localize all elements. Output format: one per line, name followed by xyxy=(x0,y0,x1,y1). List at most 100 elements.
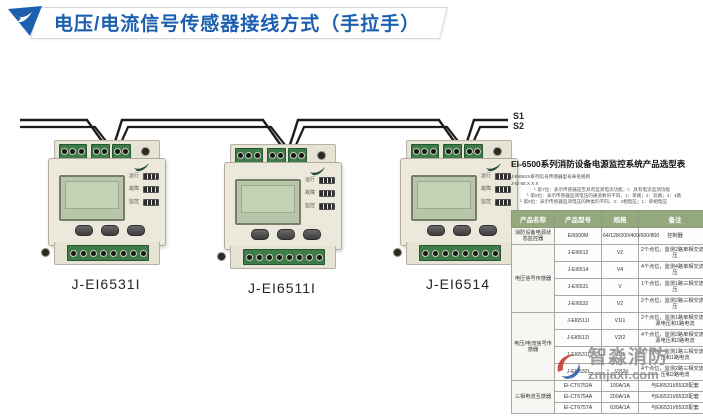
back-button[interactable] xyxy=(251,229,269,240)
bottom-terminal-strip xyxy=(41,242,160,265)
group-name: 三相电流互感器 xyxy=(511,380,555,414)
fault-led xyxy=(143,186,159,193)
mount-hole xyxy=(141,147,150,156)
cell-spec: V2 xyxy=(601,295,639,313)
fault-led xyxy=(495,186,511,193)
table-row: J-EI6514 V4 4个点位，监测4路单相交流电压 xyxy=(512,261,703,279)
confirm-button[interactable] xyxy=(479,225,497,236)
terminal-block xyxy=(91,144,110,159)
table-row: 电压信号传感器 J-EI6512 V2 2个点位，监测2路单相交流电压 xyxy=(511,244,703,313)
function-button[interactable] xyxy=(101,225,119,236)
confirm-button[interactable] xyxy=(127,225,145,236)
mount-hole xyxy=(317,151,326,160)
cell-spec: 100A/1A xyxy=(601,380,639,392)
run-led xyxy=(319,177,335,184)
indicator-label-monitor: 监控 xyxy=(305,203,316,209)
button-row xyxy=(75,225,145,236)
group-name: 电压/电流信号传感器 xyxy=(511,312,555,381)
terminal-block xyxy=(411,144,439,159)
cell-spec: V2I2 xyxy=(601,329,639,347)
mount-hole xyxy=(393,248,402,257)
lcd-screen xyxy=(411,175,477,221)
brand-bird-icon xyxy=(486,163,501,172)
terminal-block xyxy=(235,148,263,163)
naming-note: └ 第5位：表示传感器监测电压的种类的不同，3：3相电压；1：单相电压 xyxy=(519,199,667,204)
button-row xyxy=(427,225,497,236)
terminal-block xyxy=(443,144,462,159)
cell-spec: 64/128/200/400/600/800 xyxy=(601,227,659,245)
back-button[interactable] xyxy=(75,225,93,236)
cell-remark: 2个点位，监测2路单相交流电压 xyxy=(638,244,703,262)
header-banner: 电压/电流信号传感器接线方式（手拉手） xyxy=(8,5,448,39)
terminal-block xyxy=(243,249,325,265)
cell-remark: 2个点位，监测2路三相交流电压 xyxy=(638,295,703,313)
table-row: J-EI6531 V 1个点位，监测1路三相交流电压 xyxy=(512,278,703,296)
cell-model: EI6500M xyxy=(554,227,602,245)
run-led xyxy=(143,173,159,180)
naming-note: └ 第7位：表示传感器是否具有监测电流功能，I：具有电流监测功能 xyxy=(533,187,670,192)
cell-spec: 200A/1A xyxy=(601,391,639,403)
cell-remark: 1个点位，监测1路三相交流电压 xyxy=(638,278,703,296)
terminal-block xyxy=(59,144,87,159)
mount-hole xyxy=(493,147,502,156)
device-label: J-EI6514 xyxy=(425,276,491,292)
indicator-label-fault: 故障 xyxy=(129,186,140,192)
cell-remark: 2个点位，监测1路单相交流电源电压和1路电流 xyxy=(638,312,703,330)
cell-model: EI-CT6757A xyxy=(554,402,602,414)
monitor-led xyxy=(319,203,335,210)
device-j-ei6514: 运行 故障 监控 xyxy=(393,140,518,268)
cell-remark: 4个点位，监测2路三相交流电压和2路电流 xyxy=(638,363,703,381)
indicator-label-run: 运行 xyxy=(481,173,492,179)
naming-note: └ 第6位：表示传感器监测电压的通道数的不同，1：单路；2：双路；4：4路 xyxy=(526,193,682,198)
cell-spec: V2 xyxy=(601,244,639,262)
col-header-spec: 规格 xyxy=(601,210,639,228)
bus-label-s1: S1 xyxy=(513,111,525,121)
terminal-block xyxy=(67,245,149,261)
watermark-logo-icon xyxy=(557,354,580,379)
cell-spec: V xyxy=(601,278,639,296)
back-button[interactable] xyxy=(427,225,445,236)
terminal-block xyxy=(464,144,483,159)
terminal-block xyxy=(112,144,131,159)
naming-model: J-EI 65 X X X xyxy=(511,181,539,186)
function-button[interactable] xyxy=(453,225,471,236)
indicator-label-monitor: 监控 xyxy=(481,199,492,205)
bottom-terminal-strip xyxy=(217,246,336,269)
cell-remark: 4个点位，监测4路单相交流电压 xyxy=(638,261,703,279)
function-button[interactable] xyxy=(277,229,295,240)
device-label: J-EI6511I xyxy=(248,280,316,296)
cell-spec: V1I1 xyxy=(601,312,639,330)
cell-spec: V1I1 xyxy=(601,346,639,364)
cell-model: EI-CT6754A xyxy=(554,391,602,403)
bus-label-s2: S2 xyxy=(513,121,525,131)
fault-led xyxy=(319,190,335,197)
mount-hole xyxy=(41,248,50,257)
bottom-terminal-strip xyxy=(393,242,512,265)
table-header-row: 产品名称 产品型号 规格 备注 xyxy=(511,210,703,228)
cell-model: J-EI6512I xyxy=(554,329,602,347)
confirm-button[interactable] xyxy=(303,229,321,240)
cell-spec: V4 xyxy=(601,261,639,279)
group-name: 电压信号传感器 xyxy=(511,244,555,313)
indicator-column: 运行 故障 监控 xyxy=(481,173,515,212)
terminal-block xyxy=(419,245,501,261)
watermark-site: zmjaxf.com xyxy=(588,367,659,382)
cell-model: J-EI6532 xyxy=(554,295,602,313)
lcd-screen xyxy=(235,179,301,225)
cell-remark: 与EI6531I/6532I配套 xyxy=(638,402,703,414)
cell-remark: 与EI6531I/6532I配套 xyxy=(638,391,703,403)
indicator-column: 运行 故障 监控 xyxy=(129,173,163,212)
table-row: EI-CT6757A 630A/1A 与EI6531I/6532I配套 xyxy=(512,402,703,414)
cell-model: J-EI6531 xyxy=(554,278,602,296)
table-row: J-EI6532 V2 2个点位，监测2路三相交流电压 xyxy=(512,295,703,313)
indicator-label-fault: 故障 xyxy=(481,186,492,192)
cell-model: EI-CT6752A xyxy=(554,380,602,392)
brand-bird-icon xyxy=(134,163,149,172)
brand-bird-icon xyxy=(310,167,325,176)
cell-remark: 控制器 xyxy=(638,227,703,245)
device-face: 运行 故障 监控 xyxy=(224,162,342,250)
device-label: J-EI6531I xyxy=(71,276,141,292)
cell-remark: 4个点位，监测2路单相交流电源电压和2路电流 xyxy=(638,329,703,347)
indicator-label-run: 运行 xyxy=(305,177,316,183)
